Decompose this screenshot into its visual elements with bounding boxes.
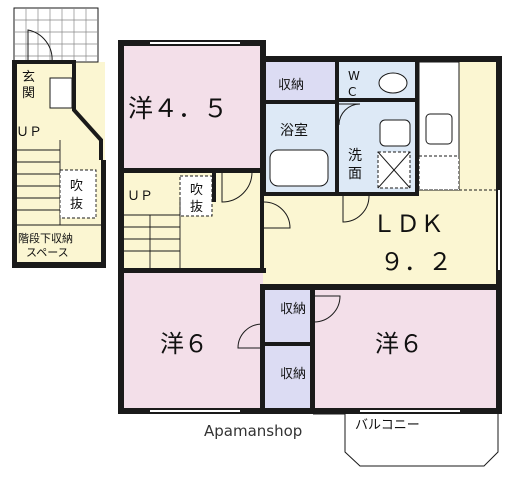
- void-label-main-1: 吹: [190, 183, 203, 198]
- storage-2-label-1: 収納: [280, 302, 306, 317]
- room-western-c-fill: [313, 290, 497, 408]
- door-arc-western-b: [237, 323, 263, 349]
- ldk-label-1: ＬＤＫ: [372, 210, 444, 238]
- room-western-a-label: 洋４．５: [128, 94, 228, 123]
- entrance-label-2: 関: [22, 86, 35, 101]
- side-bottom-wall: [12, 262, 106, 268]
- door-arc-bath: [342, 195, 370, 223]
- wall-western-a-bottom: [118, 168, 266, 173]
- storage-2-fill: [263, 290, 313, 344]
- wall-bath-bottom: [263, 192, 419, 196]
- main-stairs: [124, 200, 181, 268]
- void-label-side-1: 吹: [70, 179, 83, 194]
- wall-western-a-right: [260, 40, 266, 196]
- understairs-label-2: スペース: [26, 246, 69, 259]
- wall-top-right: [263, 56, 501, 62]
- toilet-label-c: C: [348, 85, 356, 99]
- side-right-wall: [101, 160, 106, 268]
- void-label-main-2: 抜: [190, 199, 203, 215]
- side-top-wall: [12, 60, 76, 64]
- stair-void-box: [179, 175, 213, 217]
- wall-ldk-bottom: [263, 284, 501, 290]
- wall-left: [118, 40, 124, 414]
- kitchen-stove: [418, 155, 460, 191]
- fixtures: [124, 42, 500, 467]
- labels: 洋４．５ 収納 W C 浴室 洗 面 ＬＤＫ ９．２ ＵＰ 吹 抜 洋６ 収納 …: [127, 69, 452, 440]
- wall-stair-right: [260, 196, 264, 272]
- door-arc-western-c: [313, 295, 341, 323]
- understairs-label-1: 階段下収納: [18, 231, 73, 245]
- bath-label: 浴室: [280, 122, 308, 139]
- door-arc-ldk-left: [263, 201, 291, 229]
- side-top-grid: [13, 7, 99, 63]
- watermark: Apamanshop: [204, 422, 302, 440]
- storage-1-fill-over: [263, 62, 337, 102]
- washroom-label-2: 面: [348, 166, 362, 182]
- side-outer-wall: [12, 62, 17, 268]
- side-void-box: [59, 169, 97, 219]
- toilet-bowl: [378, 72, 408, 94]
- void-label-side-2: 抜: [70, 196, 83, 212]
- entrance-door-arc: [27, 29, 53, 63]
- wash-basin: [379, 119, 411, 147]
- ldk-label-2: ９．２: [380, 248, 452, 276]
- storage-3-fill: [263, 346, 313, 408]
- room-western-c-label: 洋６: [375, 330, 423, 358]
- wall-storage-col-left: [260, 284, 265, 412]
- kitchen-sink: [425, 113, 453, 145]
- up-label-side: ＵＰ: [16, 125, 42, 140]
- washroom-label-1: 洗: [348, 148, 362, 164]
- room-western-b-label: 洋６: [160, 330, 208, 358]
- wall-stair-bottom: [118, 268, 266, 273]
- storage-3-label-1: 収納: [280, 367, 306, 382]
- wall-toilet-bottom: [335, 98, 419, 102]
- balcony-outline: [313, 413, 499, 467]
- wall-toilet-left: [335, 56, 339, 196]
- bathtub: [269, 149, 329, 187]
- wall-storage-col-right: [310, 284, 315, 412]
- wall-storage1-bottom: [263, 100, 339, 104]
- balcony-label: バルコニー: [355, 418, 420, 433]
- wall-inner-stair: [212, 170, 216, 202]
- shoe-cabinet: [49, 77, 73, 109]
- room-western-a-fill-over: [121, 44, 263, 170]
- wall-wash-right: [415, 56, 419, 196]
- entrance-label-1: 玄: [22, 70, 35, 85]
- door-arc-toilet: [338, 103, 361, 126]
- wall-storage-mid: [260, 342, 315, 346]
- side-block: 玄 関 ＵＰ 吹 抜 階段下収納 スペース: [12, 7, 106, 268]
- up-label-main: ＵＰ: [127, 189, 153, 204]
- washer-x-2: [377, 151, 411, 189]
- storage-1-label: 収納: [278, 78, 304, 93]
- side-bevel-wall: [72, 62, 103, 160]
- door-arc-western-a: [221, 171, 253, 203]
- toilet-label-w: W: [348, 69, 360, 83]
